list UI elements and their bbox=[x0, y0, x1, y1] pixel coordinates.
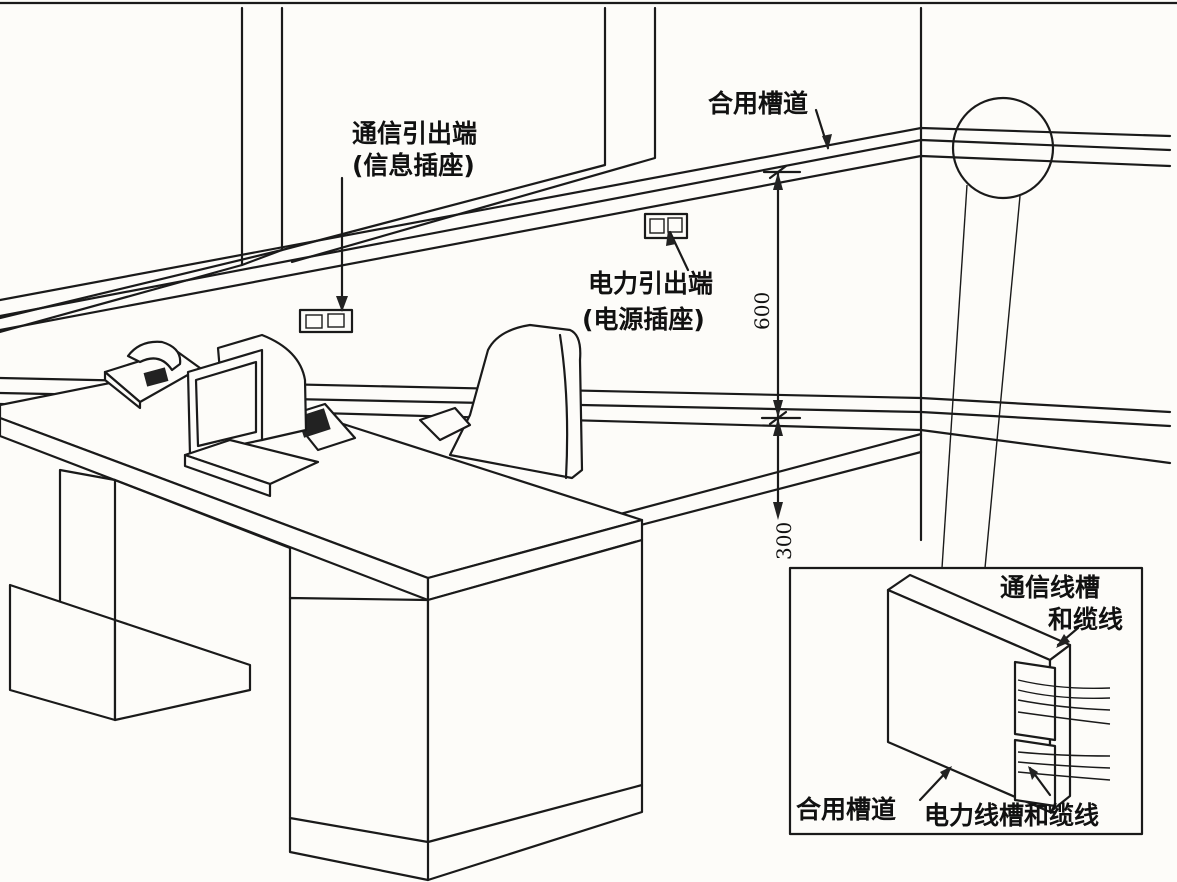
computer-monitor bbox=[183, 333, 320, 498]
office-chair bbox=[418, 323, 584, 480]
telephone bbox=[103, 340, 202, 410]
power-outlet bbox=[643, 212, 689, 240]
label-comm-outlet-line1: 通信引出端 bbox=[352, 119, 478, 148]
label-dimension-300: 300 bbox=[772, 521, 796, 560]
desk bbox=[0, 368, 644, 882]
magnifier-callout bbox=[941, 96, 1055, 569]
communication-outlet bbox=[298, 308, 354, 334]
label-inset-shared-trunking: 合用槽道 bbox=[796, 795, 897, 824]
label-inset-power: 电力线槽和缆线 bbox=[924, 801, 1100, 830]
label-inset-comm-line1: 通信线槽 bbox=[1000, 573, 1101, 602]
label-power-outlet-line2: (电源插座) bbox=[582, 305, 705, 334]
inset-trunking-detail bbox=[788, 566, 1144, 836]
height-dimension bbox=[760, 164, 802, 520]
window bbox=[0, 6, 657, 334]
label-shared-trunking-top: 合用槽道 bbox=[708, 89, 809, 118]
label-power-outlet-line1: 电力引出端 bbox=[588, 269, 714, 298]
shared-trunking-upper bbox=[0, 126, 1172, 332]
leader-lines bbox=[336, 108, 832, 312]
label-comm-outlet-line2: (信息插座) bbox=[352, 151, 475, 180]
label-dimension-600: 600 bbox=[750, 291, 774, 330]
label-inset-comm-line2: 和缆线 bbox=[1048, 605, 1124, 634]
